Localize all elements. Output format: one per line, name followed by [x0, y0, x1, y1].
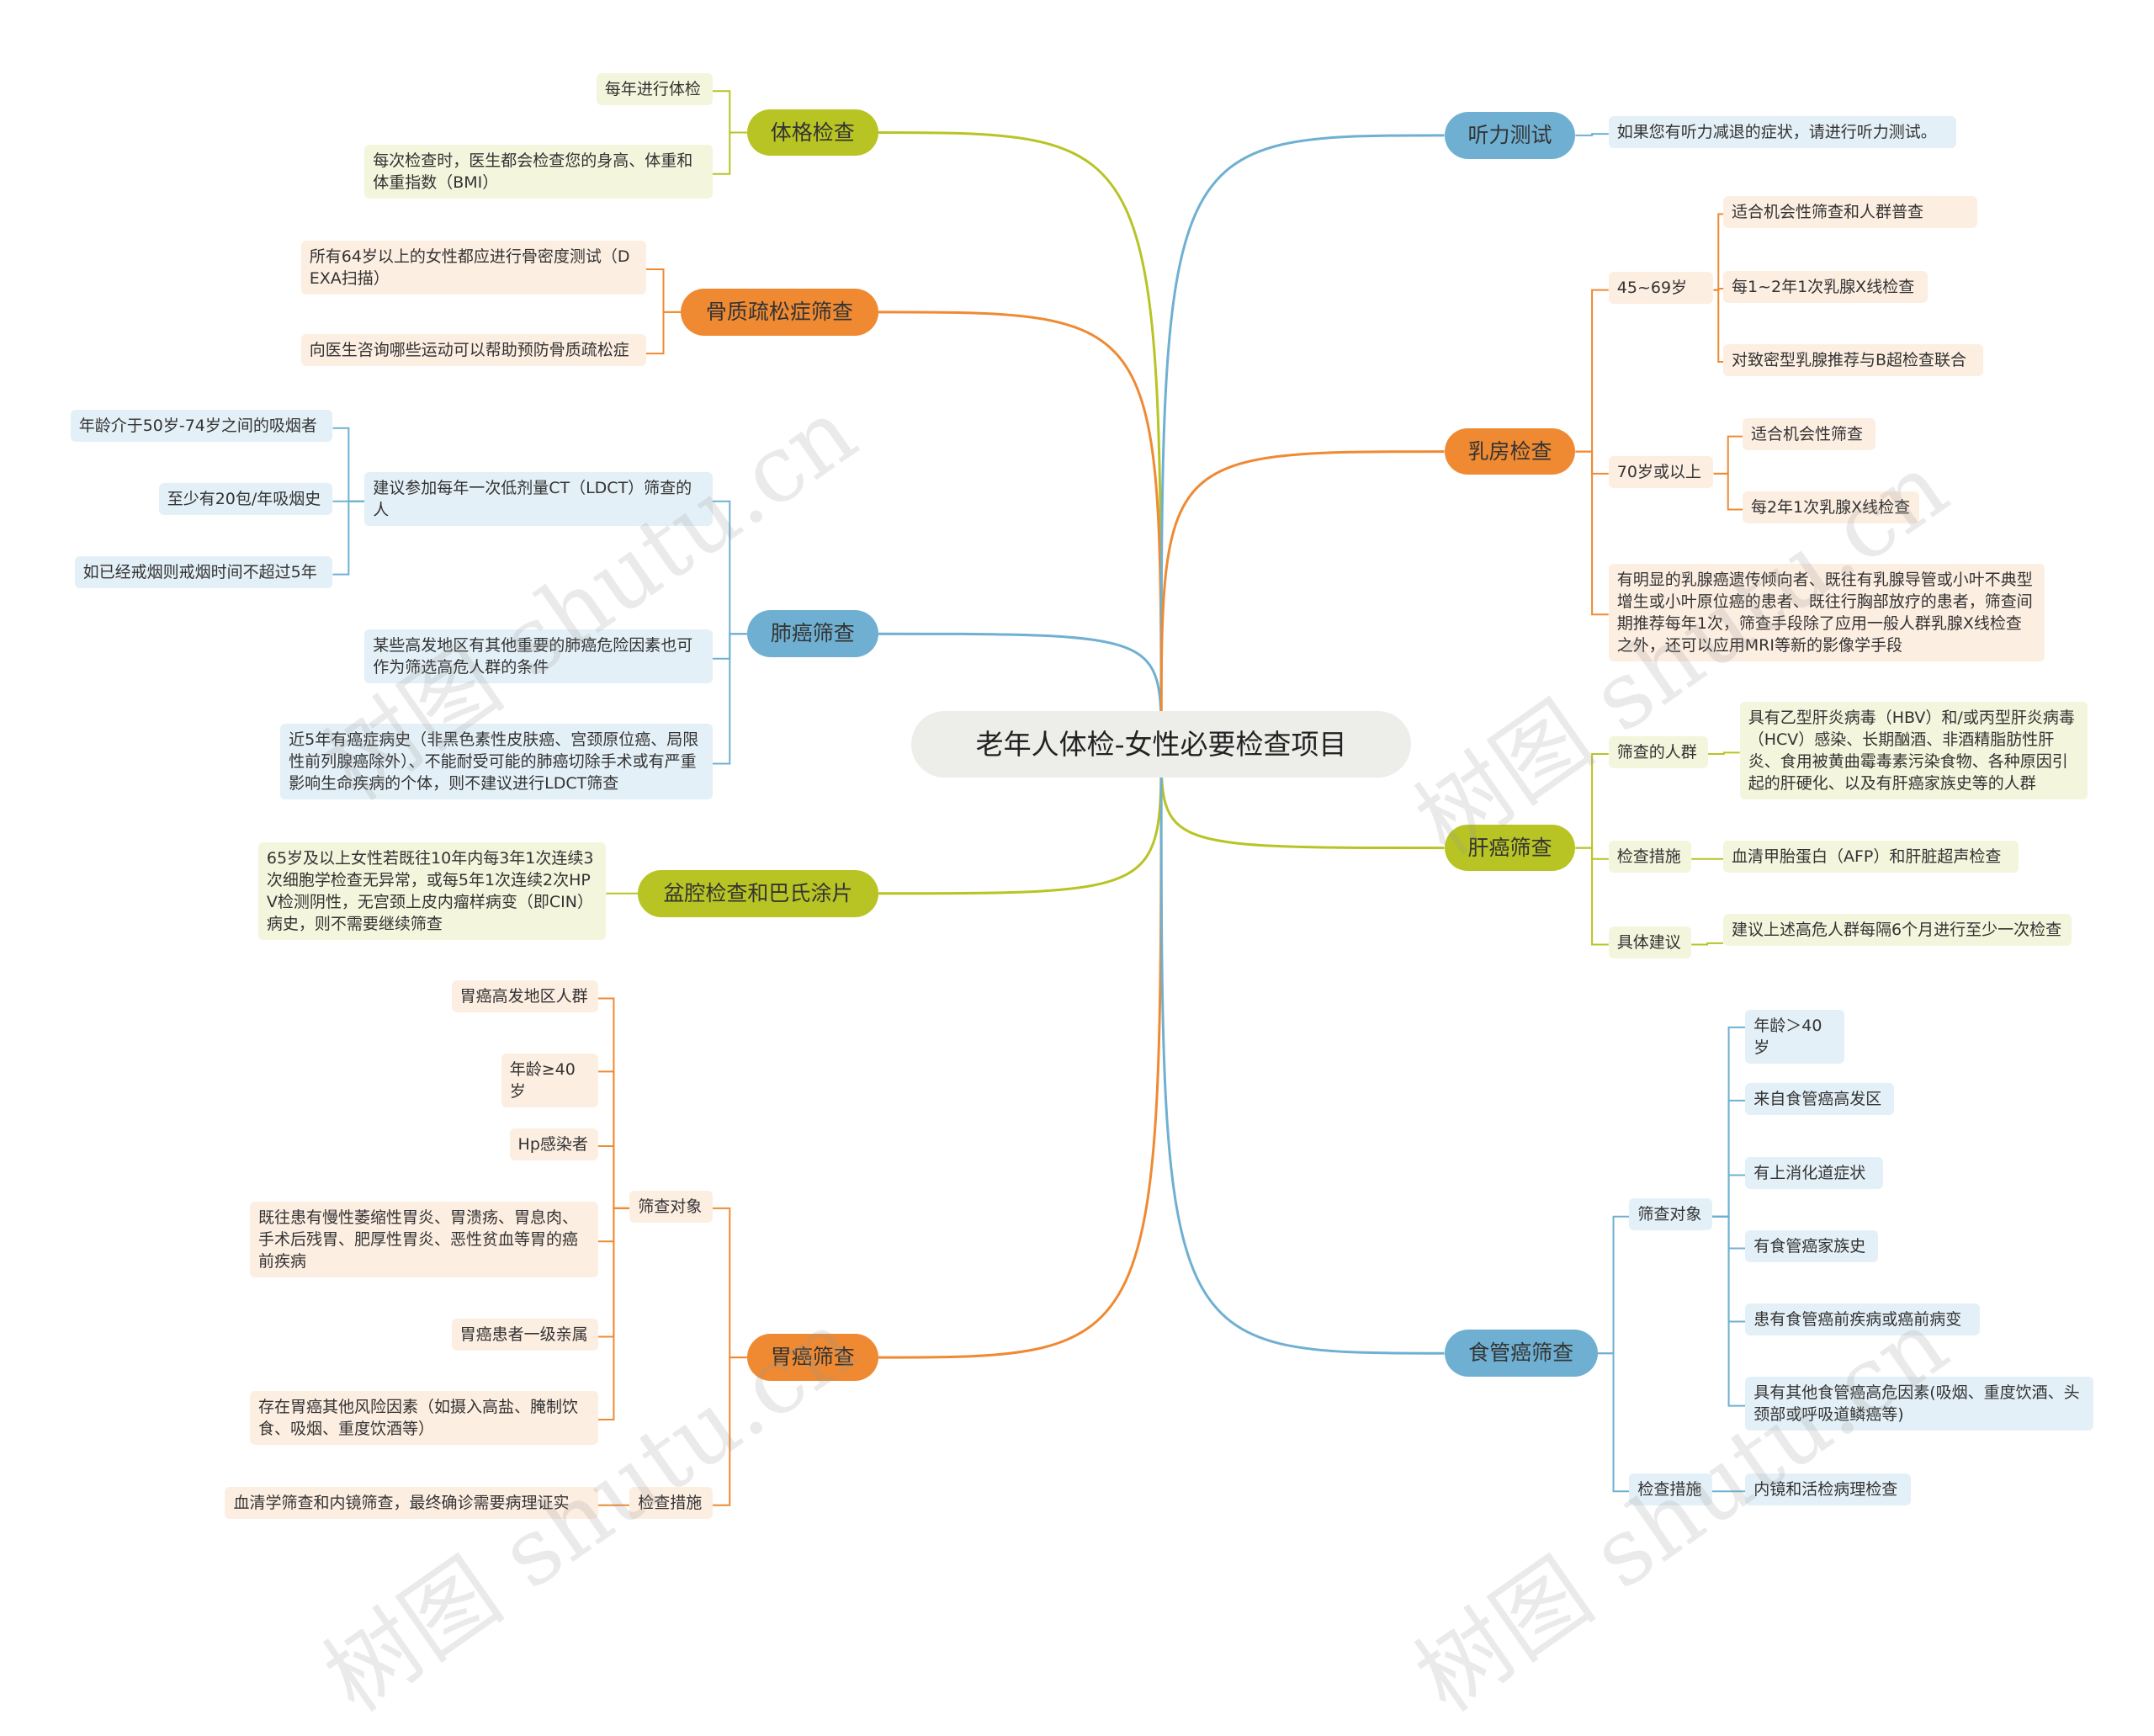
subtopic-b5a[interactable]: 筛查对象: [629, 1190, 713, 1223]
connector-b3c: [712, 633, 747, 765]
subtopic-b5a6[interactable]: 存在胃癌其他风险因素（如摄入高盐、腌制饮食、吸烟、重度饮酒等）: [250, 1390, 598, 1445]
connector-r2a1: [1713, 213, 1723, 291]
connector-b5a3: [597, 1145, 630, 1209]
subtopic-r3b1[interactable]: 血清甲胎蛋白（AFP）和肝脏超声检查: [1723, 841, 2019, 873]
subtopic-b5b[interactable]: 检查措施: [629, 1487, 713, 1520]
connector-b1: [878, 131, 1163, 745]
connector-r2c: [1575, 450, 1609, 616]
subtopic-b2b[interactable]: 向医生咨询哪些运动可以帮助预防骨质疏松症: [300, 334, 646, 367]
subtopic-r4a4[interactable]: 有食管癌家族史: [1745, 1230, 1878, 1263]
connector-r4: [1159, 744, 1445, 1355]
subtopic-r3b[interactable]: 检查措施: [1608, 841, 1692, 873]
subtopic-r2a3[interactable]: 对致密型乳腺推荐与B超检查联合: [1723, 343, 1983, 376]
subtopic-b5a2[interactable]: 年龄≥40岁: [501, 1054, 598, 1108]
connector-r2a: [1575, 289, 1609, 453]
subtopic-r4a[interactable]: 筛查对象: [1629, 1198, 1712, 1231]
subtopic-r1a[interactable]: 如果您有听力减退的症状，请进行听力测试。: [1608, 115, 1957, 148]
connector-b2b: [646, 311, 682, 355]
subtopic-b4a[interactable]: 65岁及以上女性若既往10年内每3年1次连续3次细胞学检查无异常，或每5年1次连…: [257, 842, 607, 941]
connector-r2a3: [1713, 289, 1723, 363]
subtopic-b3a[interactable]: 建议参加每年一次低剂量CT（LDCT）筛查的人: [364, 472, 713, 527]
subtopic-b5a1[interactable]: 胃癌高发地区人群: [451, 980, 598, 1013]
subtopic-r4b1[interactable]: 内镜和活检病理检查: [1745, 1473, 1912, 1505]
subtopic-b2a[interactable]: 所有64岁以上的女性都应进行骨密度测试（DEXA扫描）: [300, 240, 646, 295]
subtopic-r3a1[interactable]: 具有乙型肝炎病毒（HBV）和/或丙型肝炎病毒（HCV）感染、长期酗酒、非酒精脂肪…: [1739, 701, 2088, 799]
subtopic-b5a4[interactable]: 既往患有慢性萎缩性胃炎、胃溃疡、胃息肉、手术后残胃、肥厚性胃炎、恶性贫血等胃的癌…: [250, 1201, 598, 1277]
subtopic-b1a[interactable]: 每年进行体检: [596, 72, 713, 105]
branch-topic-b1[interactable]: 体格检查: [746, 109, 878, 157]
connector-r4a: [1597, 1215, 1630, 1355]
subtopic-b3a2[interactable]: 至少有20包/年吸烟史: [158, 483, 333, 516]
subtopic-b5a5[interactable]: 胃癌患者一级亲属: [451, 1319, 598, 1351]
branch-topic-b4[interactable]: 盆腔检查和巴氏涂片: [638, 869, 878, 917]
connector-r3a: [1575, 753, 1609, 849]
mind-map-canvas: 老年人体检-女性必要检查项目 体格检查每年进行体检每次检查时，医生都会检查您的身…: [70, 72, 2093, 1732]
connector-b5a: [712, 1207, 747, 1359]
subtopic-b3c[interactable]: 近5年有癌症病史（非黑色素性皮肤癌、宫颈原位癌、局限性前列腺癌除外）、不能耐受可…: [280, 723, 713, 799]
connector-r2: [1159, 450, 1445, 745]
branch-topic-b2[interactable]: 骨质疏松症筛查: [681, 288, 878, 336]
subtopic-r4a1[interactable]: 年龄＞40岁: [1745, 1009, 1845, 1064]
connector-r1: [1159, 134, 1445, 745]
branch-topic-r2[interactable]: 乳房检查: [1444, 427, 1576, 475]
subtopic-r4a2[interactable]: 来自食管癌高发区: [1745, 1082, 1895, 1115]
branch-topic-b5[interactable]: 胃癌筛查: [746, 1334, 878, 1381]
subtopic-r2a1[interactable]: 适合机会性筛查和人群普查: [1723, 196, 1977, 229]
connector-b5b: [712, 1356, 747, 1506]
subtopic-r4a5[interactable]: 患有食管癌前疾病或癌前病变: [1745, 1303, 1981, 1336]
subtopic-r2c[interactable]: 有明显的乳腺癌遗传倾向者、既往有乳腺导管或小叶不典型增生或小叶原位癌的患者、既往…: [1608, 563, 2045, 661]
branch-topic-r4[interactable]: 食管癌筛查: [1444, 1330, 1598, 1378]
subtopic-b5b1[interactable]: 血清学筛查和内镜筛查，最终确诊需要病理证实: [225, 1487, 598, 1520]
subtopic-r4a3[interactable]: 有上消化道症状: [1745, 1157, 1884, 1190]
connector-b5a6: [597, 1207, 630, 1420]
connector-b2a: [646, 268, 682, 313]
subtopic-b1b[interactable]: 每次检查时，医生都会检查您的身高、体重和体重指数（BMI）: [364, 145, 713, 199]
connector-r2b1: [1713, 435, 1743, 475]
connector-b2: [878, 311, 1163, 745]
subtopic-r4a6[interactable]: 具有其他食管癌高危因素(吸烟、重度饮酒、头颈部或呼吸道鳞癌等): [1745, 1377, 2093, 1431]
connector-r1a: [1575, 133, 1609, 136]
root-topic[interactable]: 老年人体检-女性必要检查项目: [911, 711, 1412, 778]
connector-r4a3: [1711, 1174, 1746, 1218]
subtopic-r2a[interactable]: 45~69岁: [1608, 272, 1714, 305]
connector-b5: [878, 744, 1163, 1359]
subtopic-r2b[interactable]: 70岁或以上: [1608, 455, 1714, 488]
branch-topic-b3[interactable]: 肺癌筛查: [746, 610, 878, 658]
connector-b1a: [712, 90, 747, 134]
connector-b1b: [712, 131, 747, 175]
branch-topic-r3[interactable]: 肝癌筛查: [1444, 824, 1576, 872]
connector-r4a6: [1711, 1215, 1746, 1407]
subtopic-r2a2[interactable]: 每1~2年1次乳腺X线检查: [1723, 270, 1928, 303]
connector-r4b: [1597, 1352, 1630, 1493]
connector-b3a: [712, 500, 747, 635]
subtopic-r2b1[interactable]: 适合机会性筛查: [1742, 418, 1875, 451]
connector-r3c: [1575, 847, 1609, 946]
connector-b3a3: [332, 500, 365, 576]
subtopic-b3a1[interactable]: 年龄介于50岁-74岁之间的吸烟者: [70, 410, 333, 443]
connector-r3c1: [1691, 942, 1723, 946]
connector-lines: [332, 90, 1746, 1506]
subtopic-b5a3[interactable]: Hp感染者: [509, 1128, 598, 1160]
connector-b3a1: [332, 427, 365, 502]
connector-r2b2: [1713, 472, 1743, 511]
branch-topic-r1[interactable]: 听力测试: [1444, 111, 1576, 159]
subtopic-r2b2[interactable]: 每2年1次乳腺X线检查: [1742, 491, 1920, 524]
connector-r3a1: [1707, 751, 1740, 755]
subtopic-b3b[interactable]: 某些高发地区有其他重要的肺癌危险因素也可作为筛选高危人群的条件: [364, 629, 713, 684]
subtopic-r3c1[interactable]: 建议上述高危人群每隔6个月进行至少一次检查: [1723, 914, 2072, 947]
subtopic-b3a3[interactable]: 如已经戒烟则戒烟时间不超过5年: [74, 556, 333, 589]
subtopic-r3a[interactable]: 筛查的人群: [1608, 735, 1708, 768]
subtopic-r3c[interactable]: 具体建议: [1608, 926, 1692, 959]
subtopic-r4b[interactable]: 检查措施: [1629, 1473, 1712, 1505]
